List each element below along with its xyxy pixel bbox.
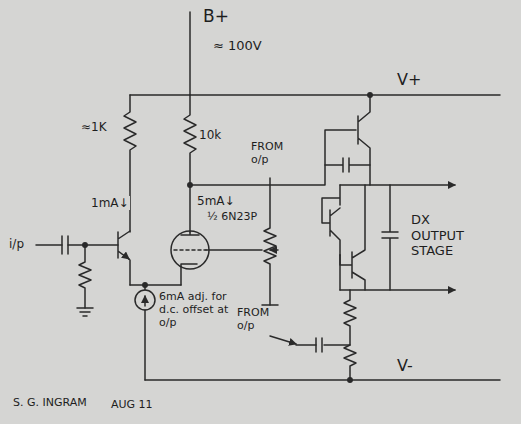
junction-dot bbox=[188, 183, 192, 187]
capacitor-symbol bbox=[316, 338, 322, 352]
current-source bbox=[135, 290, 155, 310]
current-arrow bbox=[144, 296, 146, 306]
wire bbox=[144, 285, 146, 380]
rail-label: V+ bbox=[396, 70, 422, 89]
pot-symbol bbox=[264, 178, 276, 305]
junction-dot bbox=[368, 93, 372, 97]
wire bbox=[340, 184, 455, 186]
capacitor-symbol bbox=[62, 236, 68, 254]
rail-label: V- bbox=[396, 356, 414, 375]
stage-label: DX OUTPUT STAGE bbox=[410, 212, 472, 259]
resistor-symbol bbox=[124, 95, 136, 232]
capacitor-symbol bbox=[325, 158, 370, 172]
wire bbox=[339, 255, 341, 290]
resistor-value: 10k bbox=[198, 128, 222, 142]
triode-cathode bbox=[181, 264, 197, 285]
resistor-symbol bbox=[184, 95, 196, 232]
resistor-symbol bbox=[79, 245, 91, 308]
signal-note: FROM o/p bbox=[250, 140, 294, 166]
wire bbox=[130, 250, 262, 285]
current-label: 1mA↓ bbox=[90, 196, 130, 210]
signal-note: FROM o/p bbox=[236, 306, 280, 332]
wire bbox=[36, 244, 62, 246]
wire bbox=[340, 289, 455, 291]
junction-dot bbox=[348, 378, 352, 382]
supply-label: B+ bbox=[202, 6, 230, 26]
current-label: 5mA↓ bbox=[196, 194, 236, 208]
wire bbox=[296, 344, 350, 346]
transistor-symbol bbox=[322, 185, 340, 255]
transistor-symbol bbox=[358, 95, 370, 185]
voltage-label: ≈ 100V bbox=[212, 38, 263, 54]
triode-grid bbox=[174, 249, 206, 251]
wire bbox=[68, 244, 118, 246]
date-label: AUG 11 bbox=[110, 398, 154, 411]
transistor-symbol bbox=[340, 185, 365, 290]
transistor-symbol bbox=[118, 231, 130, 285]
b-plus-wire bbox=[189, 12, 191, 95]
leader-arrow bbox=[270, 336, 296, 344]
input-label: i/p bbox=[8, 237, 25, 251]
resistor-value: ≈1K bbox=[80, 120, 108, 134]
pot-wiper bbox=[270, 249, 278, 251]
signature: S. G. INGRAM bbox=[12, 396, 88, 409]
current-source-note: 6mA adj. for d.c. offset at o/p bbox=[158, 290, 238, 330]
triode-plate bbox=[181, 232, 199, 235]
v-plus-rail bbox=[130, 94, 500, 96]
capacitor-symbol bbox=[382, 185, 398, 290]
ground-symbol bbox=[77, 308, 93, 316]
resistor-symbol bbox=[344, 290, 356, 380]
tube-label: ½ 6N23P bbox=[206, 210, 258, 223]
v-minus-rail bbox=[145, 379, 500, 381]
emitter-arrow bbox=[124, 255, 129, 259]
